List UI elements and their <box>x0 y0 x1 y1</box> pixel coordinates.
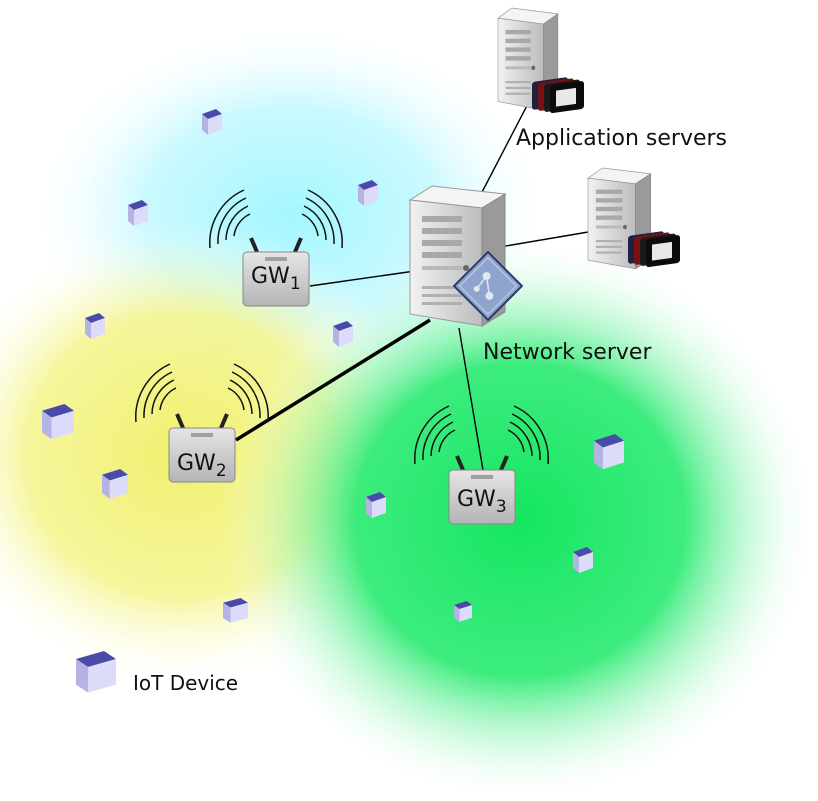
link-gw1-network-server <box>309 270 416 287</box>
coverage-zone-gw3 <box>220 235 818 801</box>
link-network-server-app-server-1 <box>479 95 533 197</box>
iot-device-legend-label: IoT Device <box>133 671 239 695</box>
network-server-icon <box>409 185 524 327</box>
link-network-server-app-server-2 <box>499 229 601 248</box>
gateway-2-label: GW2 <box>177 451 227 481</box>
gateway-1-label: GW1 <box>251 264 301 294</box>
application-server-icon <box>497 7 584 114</box>
network-server-label: Network server <box>483 340 652 365</box>
gateway-3-label: GW3 <box>457 487 507 517</box>
application-server-icon <box>587 167 680 270</box>
link-gw3-network-server <box>458 327 484 471</box>
network-diamond-icon <box>452 250 524 322</box>
application-servers-label: Application servers <box>516 126 728 151</box>
